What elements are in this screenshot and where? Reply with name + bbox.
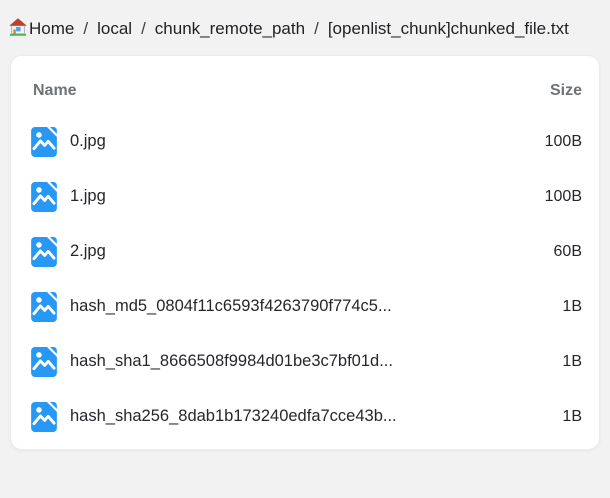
image-file-icon: [31, 401, 57, 432]
file-row[interactable]: hash_sha1_8666508f9984d01be3c7bf01d... 1…: [31, 334, 582, 389]
file-size: 100B: [544, 187, 582, 205]
file-size: 1B: [562, 297, 582, 315]
breadcrumb-item-local[interactable]: local: [97, 19, 132, 38]
file-row[interactable]: hash_sha256_8dab1b173240edfa7cce43b... 1…: [31, 389, 582, 444]
file-name: hash_sha1_8666508f9984d01be3c7bf01d...: [70, 352, 393, 370]
image-file-icon: [31, 126, 57, 157]
breadcrumb-label: Home: [29, 19, 75, 38]
breadcrumb-separator: /: [83, 19, 89, 38]
file-size: 1B: [562, 352, 582, 370]
file-name: 1.jpg: [70, 187, 106, 205]
image-file-icon: [31, 291, 57, 322]
file-name: hash_sha256_8dab1b173240edfa7cce43b...: [70, 407, 397, 425]
breadcrumb-label: local: [97, 19, 133, 38]
file-size: 100B: [544, 132, 582, 150]
breadcrumb-item-home[interactable]: Home: [8, 17, 75, 38]
image-file-icon: [31, 236, 57, 267]
file-row[interactable]: 1.jpg 100B: [31, 169, 582, 224]
file-name: 2.jpg: [70, 242, 106, 260]
column-header-size[interactable]: Size: [549, 82, 582, 99]
file-size: 60B: [553, 242, 582, 260]
breadcrumb: Home / local / chunk_remote_path / [openlist_c…: [0, 0, 610, 51]
image-file-icon: [31, 181, 57, 212]
breadcrumb-item-chunked-file[interactable]: [openlist_chunk]chunked_file.txt: [328, 19, 569, 38]
breadcrumb-item-chunk-remote-path[interactable]: chunk_remote_path: [155, 19, 305, 38]
breadcrumb-label: chunk_remote_path: [154, 19, 306, 38]
file-row[interactable]: hash_md5_0804f11c6593f4263790f774c5... 1…: [31, 279, 582, 334]
file-name: hash_md5_0804f11c6593f4263790f774c5...: [70, 297, 392, 315]
file-row[interactable]: 2.jpg 60B: [31, 224, 582, 279]
file-size: 1B: [562, 407, 582, 425]
breadcrumb-separator: /: [314, 19, 319, 38]
image-file-icon: [31, 346, 57, 377]
breadcrumb-separator: /: [141, 19, 146, 38]
column-header-name[interactable]: Name: [33, 82, 77, 99]
file-row[interactable]: 0.jpg 100B: [31, 114, 582, 169]
file-list-header: Name Size: [31, 68, 582, 114]
breadcrumb-label: [openlist_chunk]chunked_file.txt: [327, 19, 569, 38]
home-icon: [8, 12, 28, 51]
file-name: 0.jpg: [70, 132, 106, 150]
file-list-card: Name Size 0.jpg 100B 1.jpg 100B 2.jpg 60…: [10, 55, 600, 450]
